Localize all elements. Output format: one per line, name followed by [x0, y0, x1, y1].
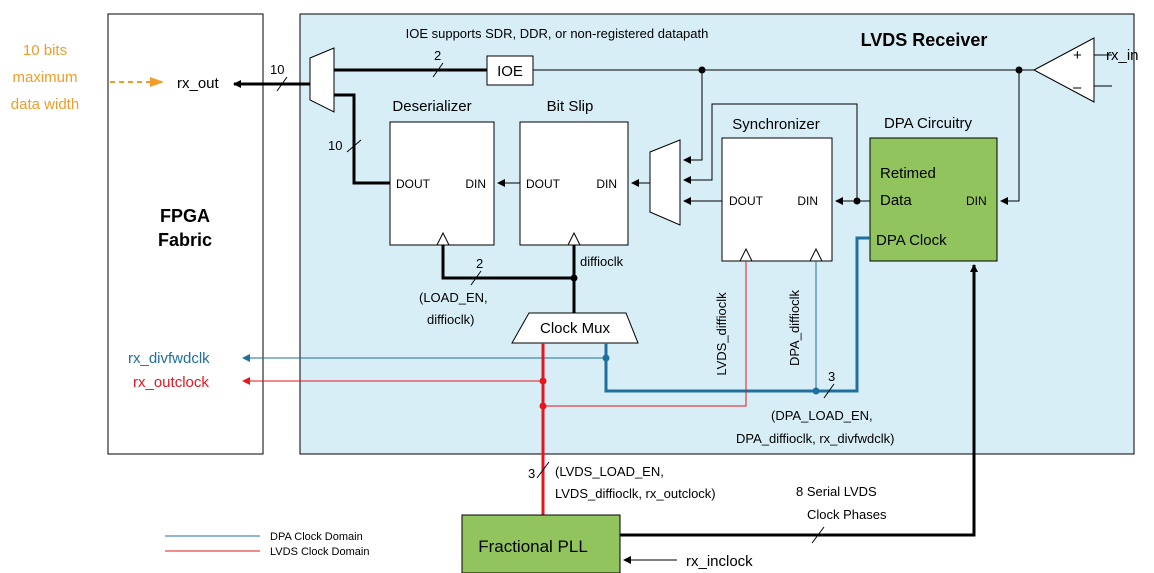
dpa-retimed-line1: Retimed	[880, 165, 936, 182]
bitslip-block	[519, 121, 629, 246]
diffioclk-label: diffioclk	[580, 254, 624, 269]
buffer-plus: +	[1073, 47, 1082, 64]
junction-blue-2	[602, 354, 610, 362]
dpa-retimed-to-mux	[683, 103, 858, 201]
legend-lvds-label: LVDS Clock Domain	[270, 546, 369, 558]
bitslip-din: DIN	[596, 177, 617, 191]
deser-bus-slash	[346, 139, 362, 153]
synchronizer-dout: DOUT	[729, 194, 764, 208]
dpa-clock-bus	[604, 236, 870, 393]
pll-bus-slash	[536, 461, 550, 479]
sync-lvds-clock-wire	[543, 261, 747, 407]
dpa-title: DPA Circuitry	[884, 115, 973, 132]
rx-outclock-label: rx_outclock	[133, 374, 209, 391]
load-bus-slash	[470, 270, 482, 286]
dpa-load-line1: (DPA_LOAD_EN,	[771, 408, 873, 423]
synchronizer-din: DIN	[797, 194, 818, 208]
junction-blue-1	[812, 387, 820, 395]
clock-mux	[511, 312, 639, 344]
legend-dpa-label: DPA Clock Domain	[270, 531, 363, 543]
max-width-line3: data width	[11, 96, 79, 113]
dpa-din: DIN	[966, 194, 987, 208]
ioe-label: IOE	[497, 63, 523, 80]
middle-mux	[649, 139, 681, 226]
deser-bus-width: 10	[328, 138, 342, 153]
load-bus-width: 2	[476, 256, 483, 271]
junction-3	[853, 197, 861, 205]
load-bus	[441, 245, 574, 280]
ioe-bus-slash	[432, 62, 444, 78]
fabric-label-line1: FPGA	[160, 206, 210, 226]
dpa-bus-slash	[823, 383, 835, 399]
serial-clock-phases-bus	[620, 264, 978, 537]
serial-bus-slash	[811, 526, 825, 544]
lvds-load-line1: (LVDS_LOAD_EN,	[555, 464, 664, 479]
synchronizer-title: Synchronizer	[732, 116, 820, 133]
dpa-retimed-line2: Data	[880, 192, 912, 209]
dpa-load-line2: DPA_diffioclk, rx_divfwdclk)	[736, 431, 894, 446]
output-mux	[309, 47, 335, 113]
ioe-bus-width: 2	[434, 48, 441, 63]
pll-bus-width: 3	[528, 466, 535, 481]
serial-phases-line1: 8 Serial LVDS	[796, 484, 877, 499]
synchronizer-block	[721, 137, 833, 262]
max-width-line1: 10 bits	[23, 42, 67, 59]
lvds-input-buffer	[1032, 37, 1095, 103]
serial-phases-line2: Clock Phases	[807, 507, 887, 522]
junction-red-1	[539, 377, 547, 385]
dpa-diffioclk-label: DPA_diffioclk	[787, 289, 802, 366]
rx-inclock-label: rx_inclock	[686, 553, 753, 570]
ioe-block	[486, 55, 534, 86]
rx-in-label: rx_in	[1106, 47, 1139, 64]
deserializer-block	[389, 121, 495, 246]
rx-in-to-dpa	[1000, 70, 1020, 205]
direct-to-mux	[683, 70, 703, 164]
junction-4	[570, 274, 578, 282]
dpa-clock-label: DPA Clock	[876, 232, 947, 249]
bitslip-title: Bit Slip	[547, 98, 594, 115]
fractional-pll-label: Fractional PLL	[478, 537, 588, 556]
load-en-line1: (LOAD_EN,	[419, 290, 488, 305]
max-width-line2: maximum	[12, 69, 77, 86]
load-en-line2: diffioclk)	[427, 312, 474, 327]
dpa-bus-width: 3	[828, 369, 835, 384]
dpa-block	[869, 137, 998, 262]
rx-out-bus-slash	[276, 76, 288, 92]
deser-bus	[334, 93, 390, 185]
bitslip-dout: DOUT	[526, 177, 561, 191]
receiver-title: LVDS Receiver	[861, 30, 988, 50]
rx-divfwdclk-label: rx_divfwdclk	[128, 350, 210, 367]
lvds-load-line2: LVDS_diffioclk, rx_outclock)	[555, 486, 716, 501]
ioe-note: IOE supports SDR, DDR, or non-registered…	[406, 26, 709, 41]
deserializer-title: Deserializer	[392, 98, 471, 115]
fractional-pll-block	[461, 514, 621, 573]
clock-mux-label: Clock Mux	[540, 320, 611, 337]
deserializer-din: DIN	[465, 177, 486, 191]
buffer-minus: –	[1073, 79, 1082, 96]
rx-out-bus-width: 10	[270, 62, 284, 77]
deserializer-dout: DOUT	[396, 177, 431, 191]
lvds-diffioclk-label: LVDS_diffioclk	[714, 292, 729, 376]
fabric-label-line2: Fabric	[158, 230, 212, 250]
rx-out-label: rx_out	[177, 75, 220, 92]
junction-red-2	[539, 402, 547, 410]
